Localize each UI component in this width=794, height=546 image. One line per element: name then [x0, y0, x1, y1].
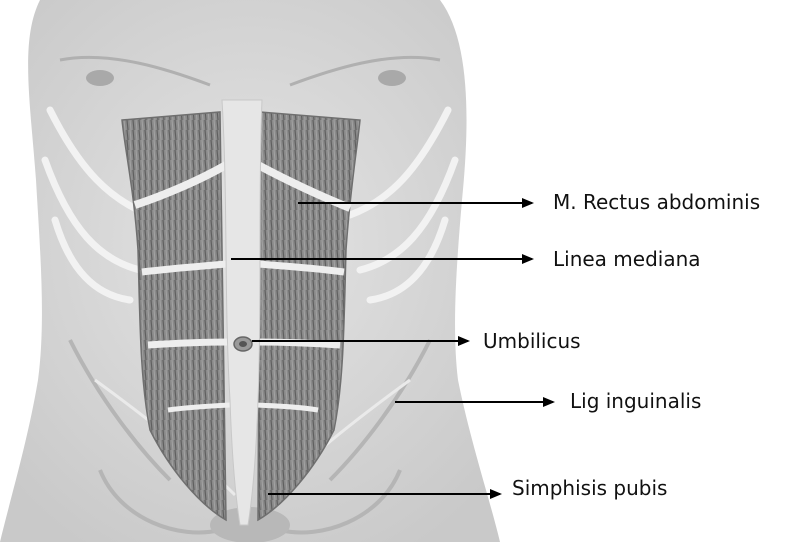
label-simphisis-pubis: Simphisis pubis [512, 476, 667, 500]
label-umbilicus: Umbilicus [483, 329, 581, 353]
label-linea-mediana: Linea mediana [553, 247, 701, 271]
umbilicus [234, 337, 252, 351]
label-lig-inguinalis: Lig inguinalis [570, 389, 701, 413]
label-rectus-abdominis: M. Rectus abdominis [553, 190, 760, 214]
